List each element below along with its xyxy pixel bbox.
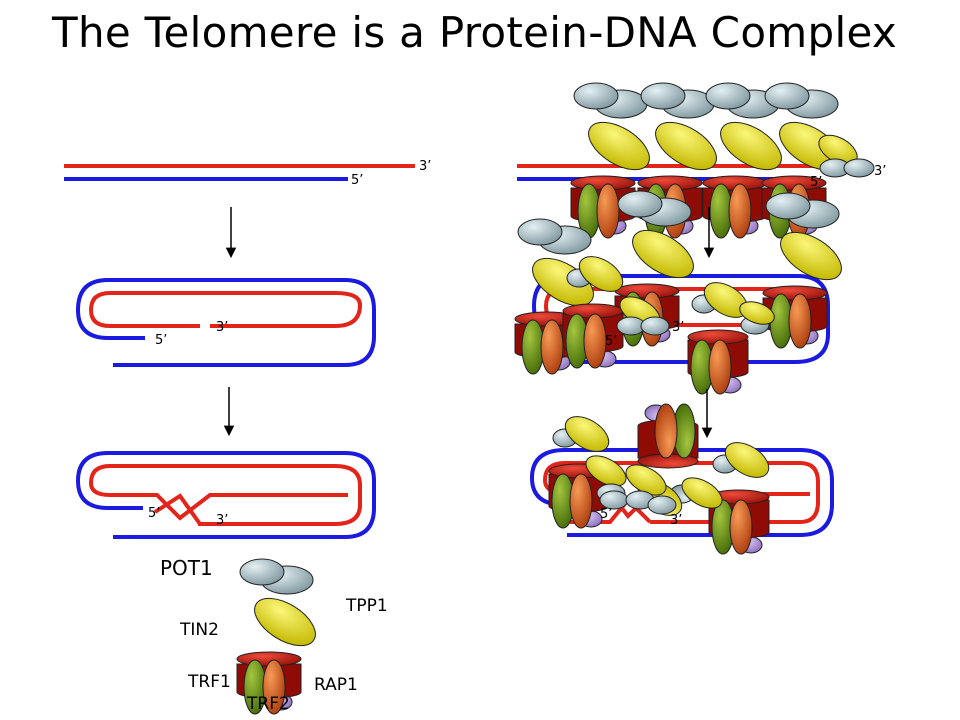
legend-trf1: TRF1 xyxy=(187,672,231,692)
label-5prime: 5’ xyxy=(148,506,160,521)
label-3prime: 3’ xyxy=(672,320,684,335)
shelterin-legend-complex xyxy=(236,558,324,715)
label-3prime: 3’ xyxy=(874,164,886,179)
t-loop-folding-dna xyxy=(75,278,376,367)
legend-pot1: POT1 xyxy=(160,556,213,580)
label-5prime: 5’ xyxy=(605,334,617,349)
legend-rap1: RAP1 xyxy=(314,675,358,695)
label-3prime: 3’ xyxy=(216,320,228,335)
label-5prime: 5’ xyxy=(810,175,822,190)
label-3prime: 3’ xyxy=(216,513,228,528)
linear-telomere-dna xyxy=(64,164,415,181)
pot1-bound-3prime xyxy=(818,134,875,178)
page-title: The Telomere is a Protein-DNA Complex xyxy=(52,8,898,57)
legend-trf2: TRF2 xyxy=(246,694,290,714)
label-3prime: 3’ xyxy=(670,513,682,528)
label-5prime: 5’ xyxy=(155,333,167,348)
label-5prime: 5’ xyxy=(351,173,363,188)
pot1-bound-3prime xyxy=(616,296,775,336)
t-loop-dna xyxy=(75,451,376,539)
legend-tin2: TIN2 xyxy=(179,620,219,640)
pot1-bound-3prime xyxy=(585,455,723,515)
label-3prime: 3’ xyxy=(419,159,431,174)
label-5prime: 5’ xyxy=(600,507,612,522)
legend-tpp1: TPP1 xyxy=(345,596,388,616)
